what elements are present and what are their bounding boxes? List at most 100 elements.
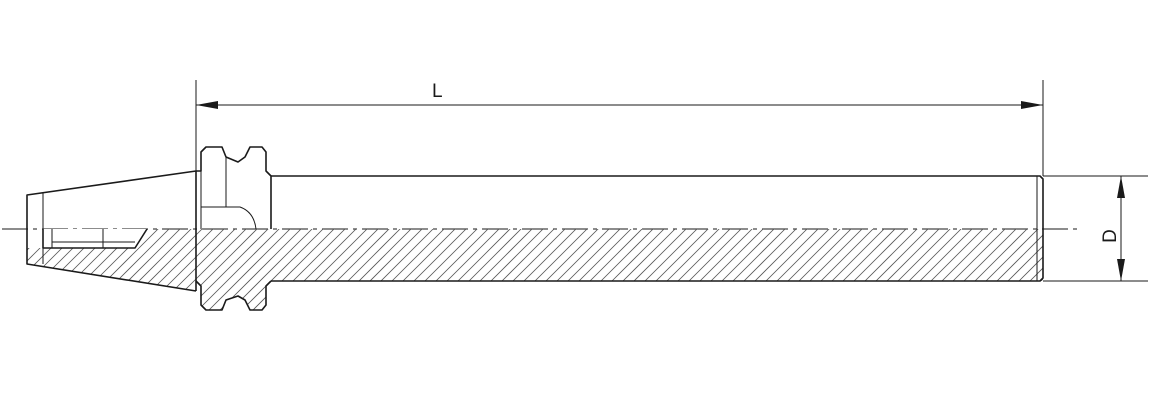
hatch-line — [341, 229, 443, 310]
flange-groove-arc — [201, 206, 257, 230]
hatch-line — [154, 229, 256, 310]
hatch-line — [143, 229, 245, 310]
hatch-line — [891, 229, 993, 310]
hatch-line — [1001, 229, 1043, 310]
hatch-line — [297, 229, 399, 310]
hatch-line — [858, 229, 960, 310]
hatch-line — [660, 229, 762, 310]
hatch-line — [0, 220, 2, 320]
hatch-line — [748, 229, 850, 310]
hatch-line — [1134, 220, 1157, 320]
hatch-line — [616, 229, 718, 310]
hatch-line — [495, 229, 597, 310]
hatch-line — [27, 229, 47, 310]
hatch-line — [0, 220, 24, 320]
hatch-line — [374, 229, 476, 310]
hatch-line — [847, 229, 949, 310]
dim-d-label: D — [1100, 229, 1121, 243]
hatch-line — [594, 229, 696, 310]
hatch-line — [209, 229, 311, 310]
hatch-line — [803, 229, 905, 310]
flange-lower — [195, 280, 272, 311]
hatch-line — [363, 229, 465, 310]
hatch-line — [330, 229, 432, 310]
hatch-line — [308, 229, 410, 310]
hatch-line — [451, 229, 553, 310]
hatch-line — [352, 229, 454, 310]
hatch-line — [693, 229, 795, 310]
hatch-line — [407, 229, 509, 310]
hatch-line — [198, 229, 300, 310]
hatch-line — [286, 229, 388, 310]
hatch-line — [528, 229, 630, 310]
hatch-line — [836, 229, 938, 310]
hatch-line — [517, 229, 619, 310]
dim-l-label: L — [432, 81, 443, 102]
hatch-line — [726, 229, 828, 310]
hatch-line — [231, 229, 333, 310]
hatch-line — [627, 229, 729, 310]
hatch-line — [1145, 220, 1157, 320]
hatch-line — [979, 229, 1043, 310]
hatch-line — [1046, 220, 1146, 320]
hatch-line — [539, 229, 641, 310]
hatch-line — [583, 229, 685, 310]
hatch-line — [440, 229, 542, 310]
taper-shank — [26, 170, 197, 292]
hatch-line — [759, 229, 861, 310]
hatch-line — [572, 229, 674, 310]
hatch-line — [638, 229, 740, 310]
hatch-line — [176, 229, 278, 310]
hatch-line — [913, 229, 1015, 310]
hatch-line — [946, 229, 1043, 310]
inner-bore — [42, 228, 148, 249]
hatch-line — [825, 229, 927, 310]
hatch-line — [462, 229, 564, 310]
hatch-line — [242, 229, 344, 310]
dim-l-arrow-right — [1021, 101, 1043, 109]
section-hatch — [0, 220, 1157, 320]
hatch-line — [473, 229, 575, 310]
dim-d-arrow-top — [1117, 176, 1125, 198]
hatch-line — [396, 229, 498, 310]
hatch-line — [484, 229, 586, 310]
hatch-line — [649, 229, 751, 310]
hatch-line — [605, 229, 707, 310]
hatch-line — [220, 229, 322, 310]
hatch-line — [902, 229, 1004, 310]
dim-l-arrow-left — [196, 101, 218, 109]
hatch-line — [737, 229, 839, 310]
hatch-line — [550, 229, 652, 310]
hatch-line — [704, 229, 806, 310]
hatch-line — [1123, 220, 1157, 320]
hatch-line — [253, 229, 355, 310]
hatch-line — [715, 229, 817, 310]
hatch-line — [682, 229, 784, 310]
hatch-line — [385, 229, 487, 310]
hatch-line — [1012, 229, 1043, 310]
hatch-line — [264, 229, 366, 310]
hatch-line — [418, 229, 520, 310]
hatch-line — [869, 229, 971, 310]
hatch-line — [924, 229, 1026, 310]
hatch-line — [561, 229, 663, 310]
hatch-line — [165, 229, 267, 310]
hatch-line — [132, 229, 234, 310]
hatch-line — [968, 229, 1043, 310]
hatch-line — [880, 229, 982, 310]
flange-upper — [196, 146, 272, 229]
hatch-line — [792, 229, 894, 310]
hatch-line — [671, 229, 773, 310]
hatch-line — [990, 229, 1043, 310]
hatch-line — [935, 229, 1037, 310]
hatch-line — [275, 229, 377, 310]
hatch-line — [429, 229, 531, 310]
hatch-line — [781, 229, 883, 310]
cylindrical-shank — [271, 175, 1044, 282]
hatch-line — [27, 229, 36, 310]
hatch-line — [770, 229, 872, 310]
dim-d-arrow-bottom — [1117, 259, 1125, 281]
hatch-line — [0, 220, 13, 320]
hatch-line — [814, 229, 916, 310]
